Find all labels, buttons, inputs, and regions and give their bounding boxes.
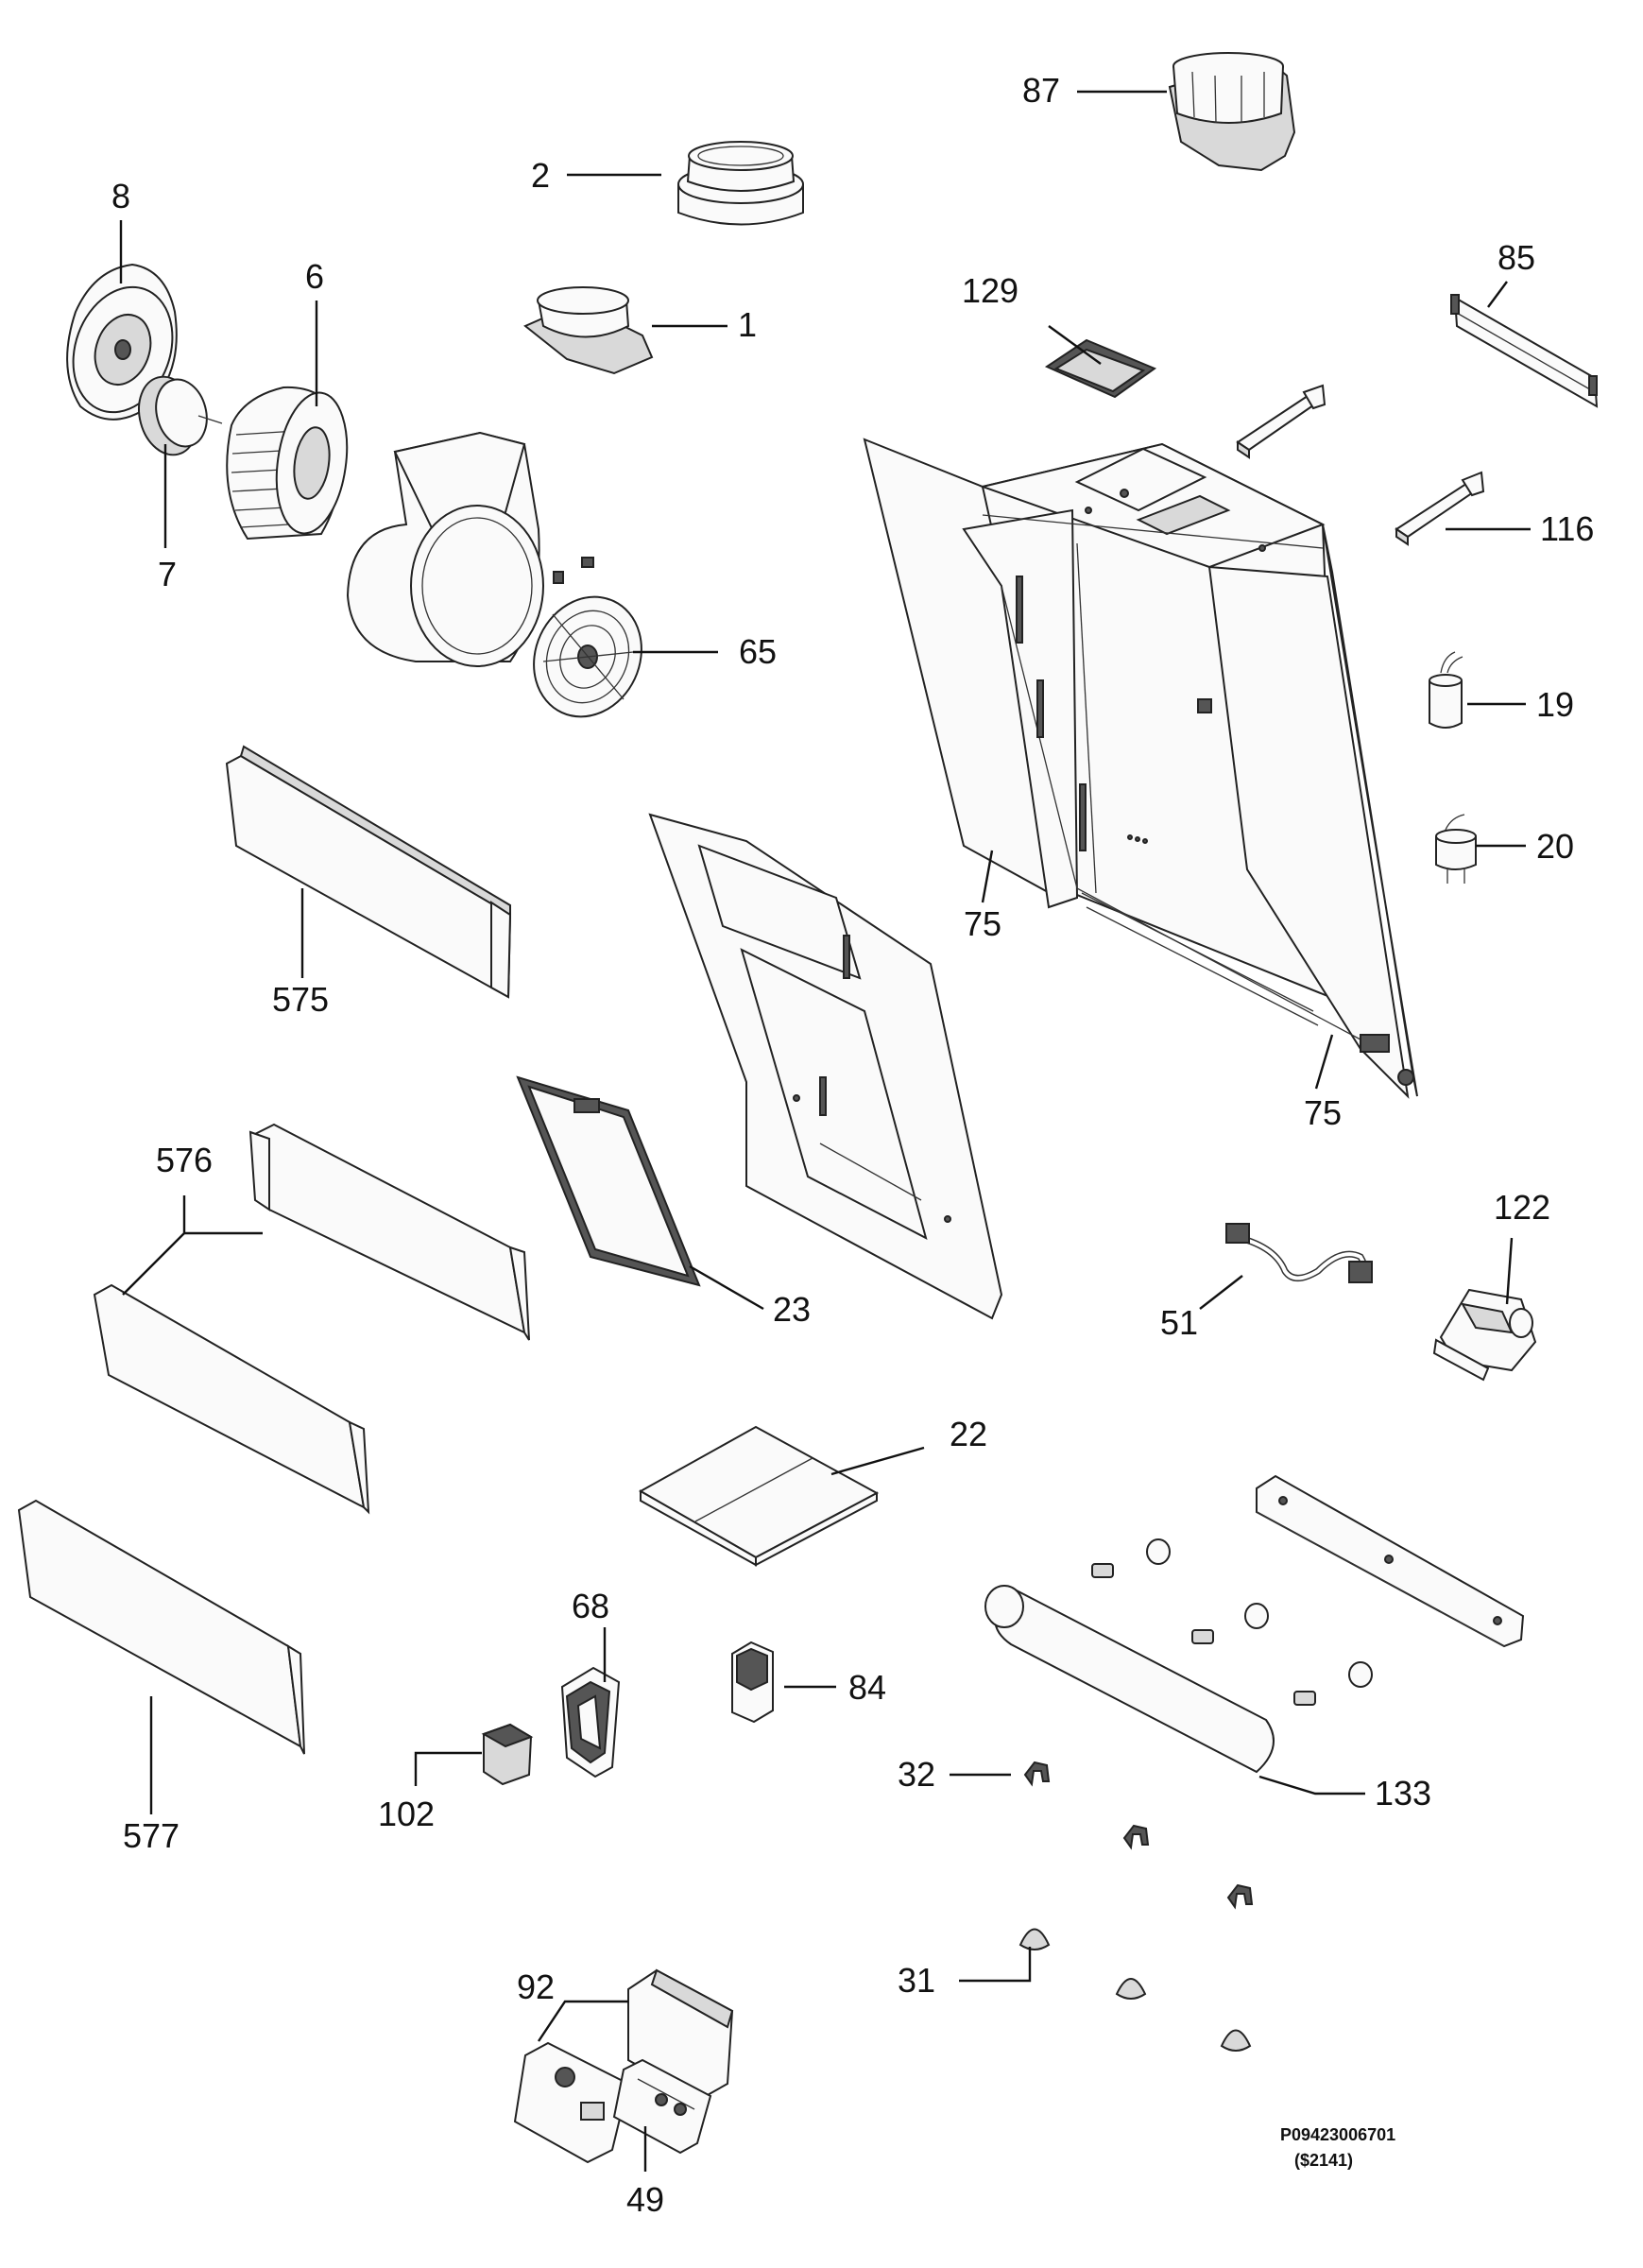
callout-576: 576 <box>156 1141 213 1179</box>
callout-92: 92 <box>517 1967 555 2006</box>
part-23-grease-filter <box>516 1075 701 1287</box>
callout-133: 133 <box>1375 1774 1431 1813</box>
part-7-motor <box>138 375 223 456</box>
part-65-inlet-grille <box>533 595 642 718</box>
lamp-screws <box>1091 1538 1373 1706</box>
part-1-flange-plate <box>523 286 654 375</box>
part-51-wire-harness <box>1225 1223 1373 1283</box>
part-6-fan-wheel <box>226 386 349 541</box>
callout-6: 6 <box>305 257 324 296</box>
callout-575: 575 <box>272 980 329 1019</box>
callout-84: 84 <box>848 1668 886 1707</box>
part-84-switch <box>731 1641 774 1724</box>
part-2-round-collar <box>677 141 804 226</box>
part-575-side-panel <box>225 745 512 999</box>
callout-51: 51 <box>1160 1303 1198 1342</box>
callout-85: 85 <box>1498 238 1535 277</box>
hood-front-panel <box>648 813 1003 1320</box>
callout-577: 577 <box>123 1816 180 1855</box>
part-22-filter-pad <box>638 1425 880 1567</box>
part-8-motor-backplate <box>66 263 178 421</box>
part-19-capacitor <box>1429 651 1463 729</box>
callout-129: 129 <box>962 271 1018 310</box>
callout-labels: 1 2 6 7 8 19 20 22 23 31 32 49 51 65 68 … <box>111 71 1594 2219</box>
part-49-circuit-board <box>612 2058 712 2155</box>
part-31-lenses <box>1018 1928 1252 2052</box>
callout-87: 87 <box>1022 71 1060 110</box>
leader-lines <box>119 90 1531 2172</box>
part-85-wall-bracket <box>1450 294 1599 408</box>
part-133-light-cover <box>984 1585 1275 1774</box>
part-75-hood-body <box>863 438 1418 1099</box>
callout-20: 20 <box>1536 827 1574 866</box>
callout-75-a: 75 <box>964 904 1001 943</box>
callout-68: 68 <box>572 1587 609 1625</box>
part-122-lamp-holder <box>1432 1288 1537 1382</box>
part-577-panel <box>17 1499 305 1755</box>
part-116-clip-upper <box>1236 384 1326 459</box>
light-bar-rear <box>1256 1474 1525 1648</box>
callout-8: 8 <box>111 177 130 215</box>
callout-75-b: 75 <box>1304 1093 1342 1132</box>
callout-49: 49 <box>626 2180 664 2219</box>
callout-22: 22 <box>950 1415 987 1453</box>
part-129-carbon-filter <box>1044 338 1157 399</box>
part-576-panel-upper <box>248 1123 530 1341</box>
callout-122: 122 <box>1494 1188 1550 1227</box>
part-576-panel-lower <box>93 1283 370 1515</box>
callout-1: 1 <box>738 305 757 344</box>
revision-code: ($2141) <box>1294 2151 1353 2170</box>
callout-32: 32 <box>898 1755 935 1794</box>
callout-65: 65 <box>739 632 777 671</box>
part-32-clips <box>1023 1761 1254 1910</box>
callout-2: 2 <box>531 156 550 195</box>
callout-116: 116 <box>1540 509 1594 548</box>
part-102-terminal-box <box>481 1723 534 1786</box>
part-116-clip-lower <box>1395 471 1485 546</box>
callout-23: 23 <box>773 1290 811 1329</box>
callout-7: 7 <box>158 555 177 593</box>
part-20-capacitor <box>1435 814 1477 884</box>
callout-102: 102 <box>378 1795 435 1833</box>
callout-19: 19 <box>1536 685 1574 724</box>
part-68-switch-holder <box>560 1666 621 1778</box>
document-code: P09423006701 <box>1280 2125 1395 2144</box>
blower-scroll-housing <box>346 431 594 667</box>
part-87-duct-adaptor <box>1168 52 1296 172</box>
callout-31: 31 <box>898 1961 935 2000</box>
part-92-control-board <box>513 2041 630 2164</box>
